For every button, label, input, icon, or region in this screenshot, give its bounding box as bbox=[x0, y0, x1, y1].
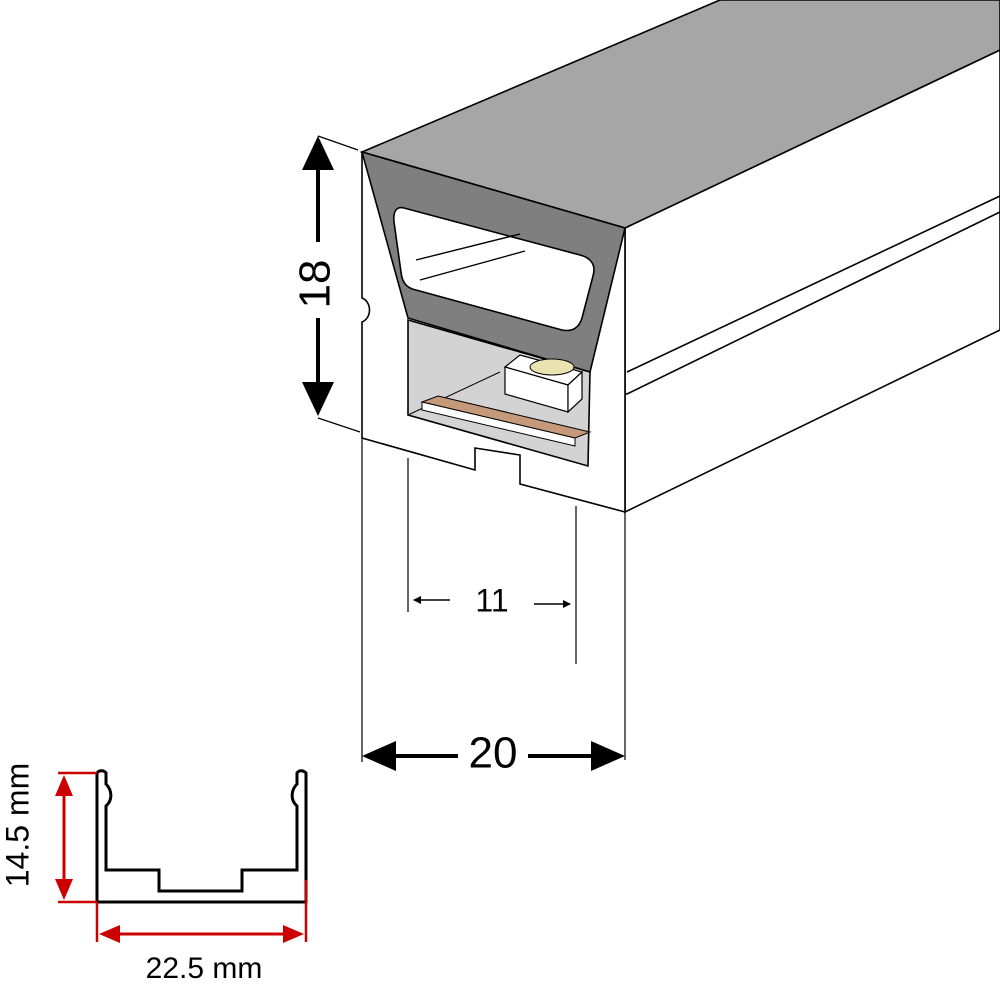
height-label: 18 bbox=[291, 260, 340, 309]
dimension-height: 18 bbox=[291, 135, 361, 433]
channel-width-label: 22.5 mm bbox=[146, 952, 263, 985]
width-label: 20 bbox=[469, 729, 518, 778]
end-cap-hollow bbox=[393, 206, 595, 332]
channel-profile-section: 14.5 mm 22.5 mm bbox=[0, 763, 308, 985]
led-chip bbox=[503, 354, 584, 414]
dimension-led-width: 11 bbox=[407, 458, 577, 664]
channel-height-label: 14.5 mm bbox=[0, 763, 35, 887]
neon-profile-3d bbox=[359, 0, 1000, 514]
channel-profile-outline bbox=[95, 769, 308, 904]
dimension-width: 20 bbox=[361, 438, 626, 778]
led-width-label: 11 bbox=[475, 582, 508, 618]
